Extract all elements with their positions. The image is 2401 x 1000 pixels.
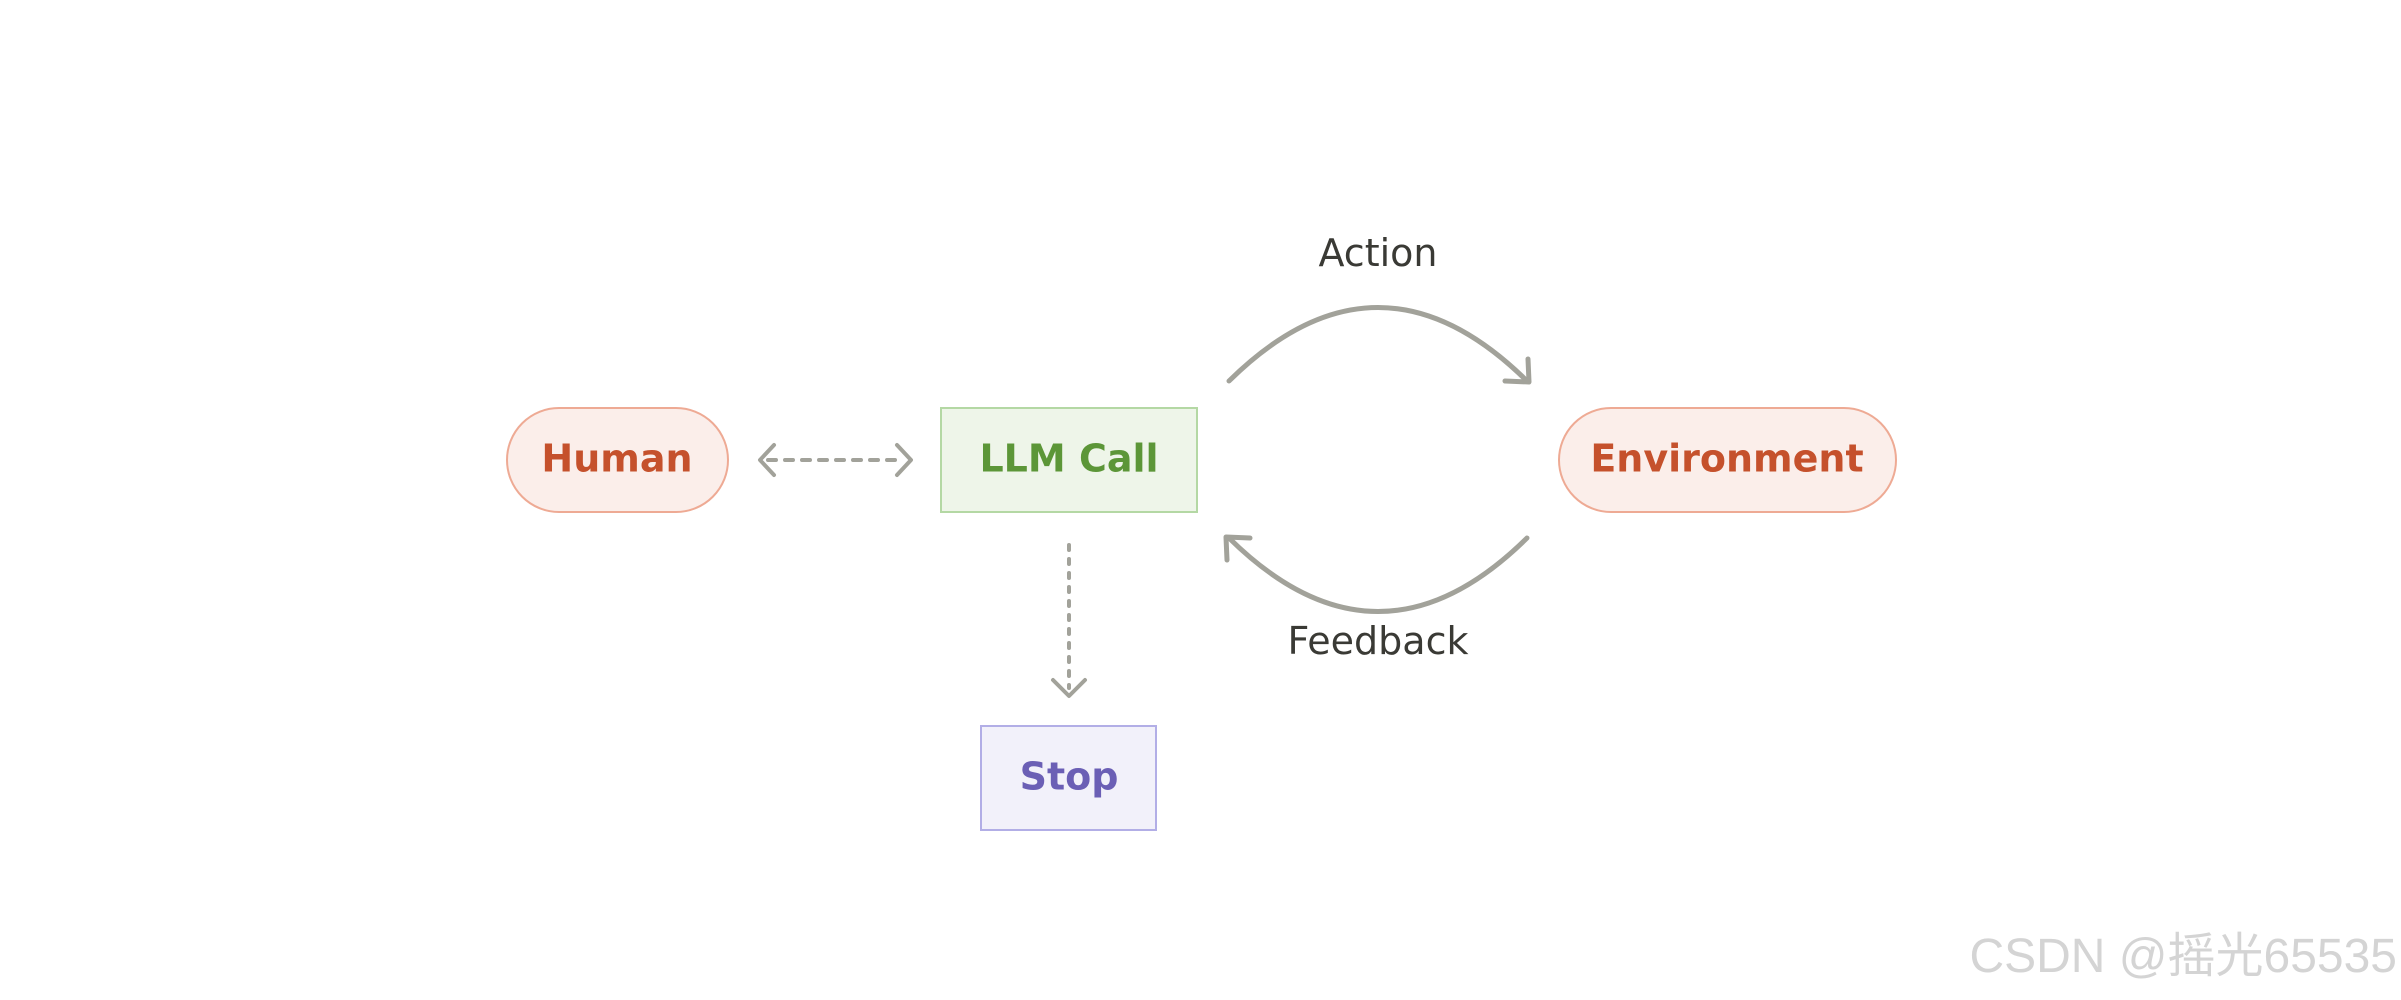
arrowhead-action — [1502, 356, 1532, 385]
human-llm-bidirectional-arrow — [758, 443, 913, 477]
stop-node-shape — [980, 725, 1157, 831]
stop-node-label: Stop — [1020, 755, 1119, 799]
human-node: Human — [506, 407, 729, 513]
environment-node: Environment — [1558, 407, 1897, 513]
arrowhead-right — [895, 443, 913, 477]
feedback-label: Feedback — [1288, 619, 1469, 663]
environment-node-shape — [1558, 407, 1897, 513]
feedback-arc — [1226, 535, 1530, 614]
arrowhead-feedback — [1223, 534, 1253, 563]
action-arc — [1226, 305, 1530, 384]
llm-call-node-shape — [940, 407, 1198, 513]
environment-node-label: Environment — [1590, 437, 1863, 481]
arrowhead-down — [1051, 678, 1087, 698]
csdn-watermark: CSDN @摇光65535 — [1969, 930, 2397, 983]
action-label: Action — [1318, 231, 1437, 275]
llm-call-node-label: LLM Call — [979, 437, 1158, 481]
action-arrow — [1226, 305, 1532, 385]
stop-node: Stop — [980, 725, 1157, 831]
feedback-arrow — [1223, 534, 1530, 614]
human-node-label: Human — [541, 437, 692, 481]
llm-call-node: LLM Call — [940, 407, 1198, 513]
llm-stop-arrow — [1051, 543, 1087, 698]
arrowhead-left — [758, 443, 776, 477]
human-node-shape — [506, 407, 729, 513]
